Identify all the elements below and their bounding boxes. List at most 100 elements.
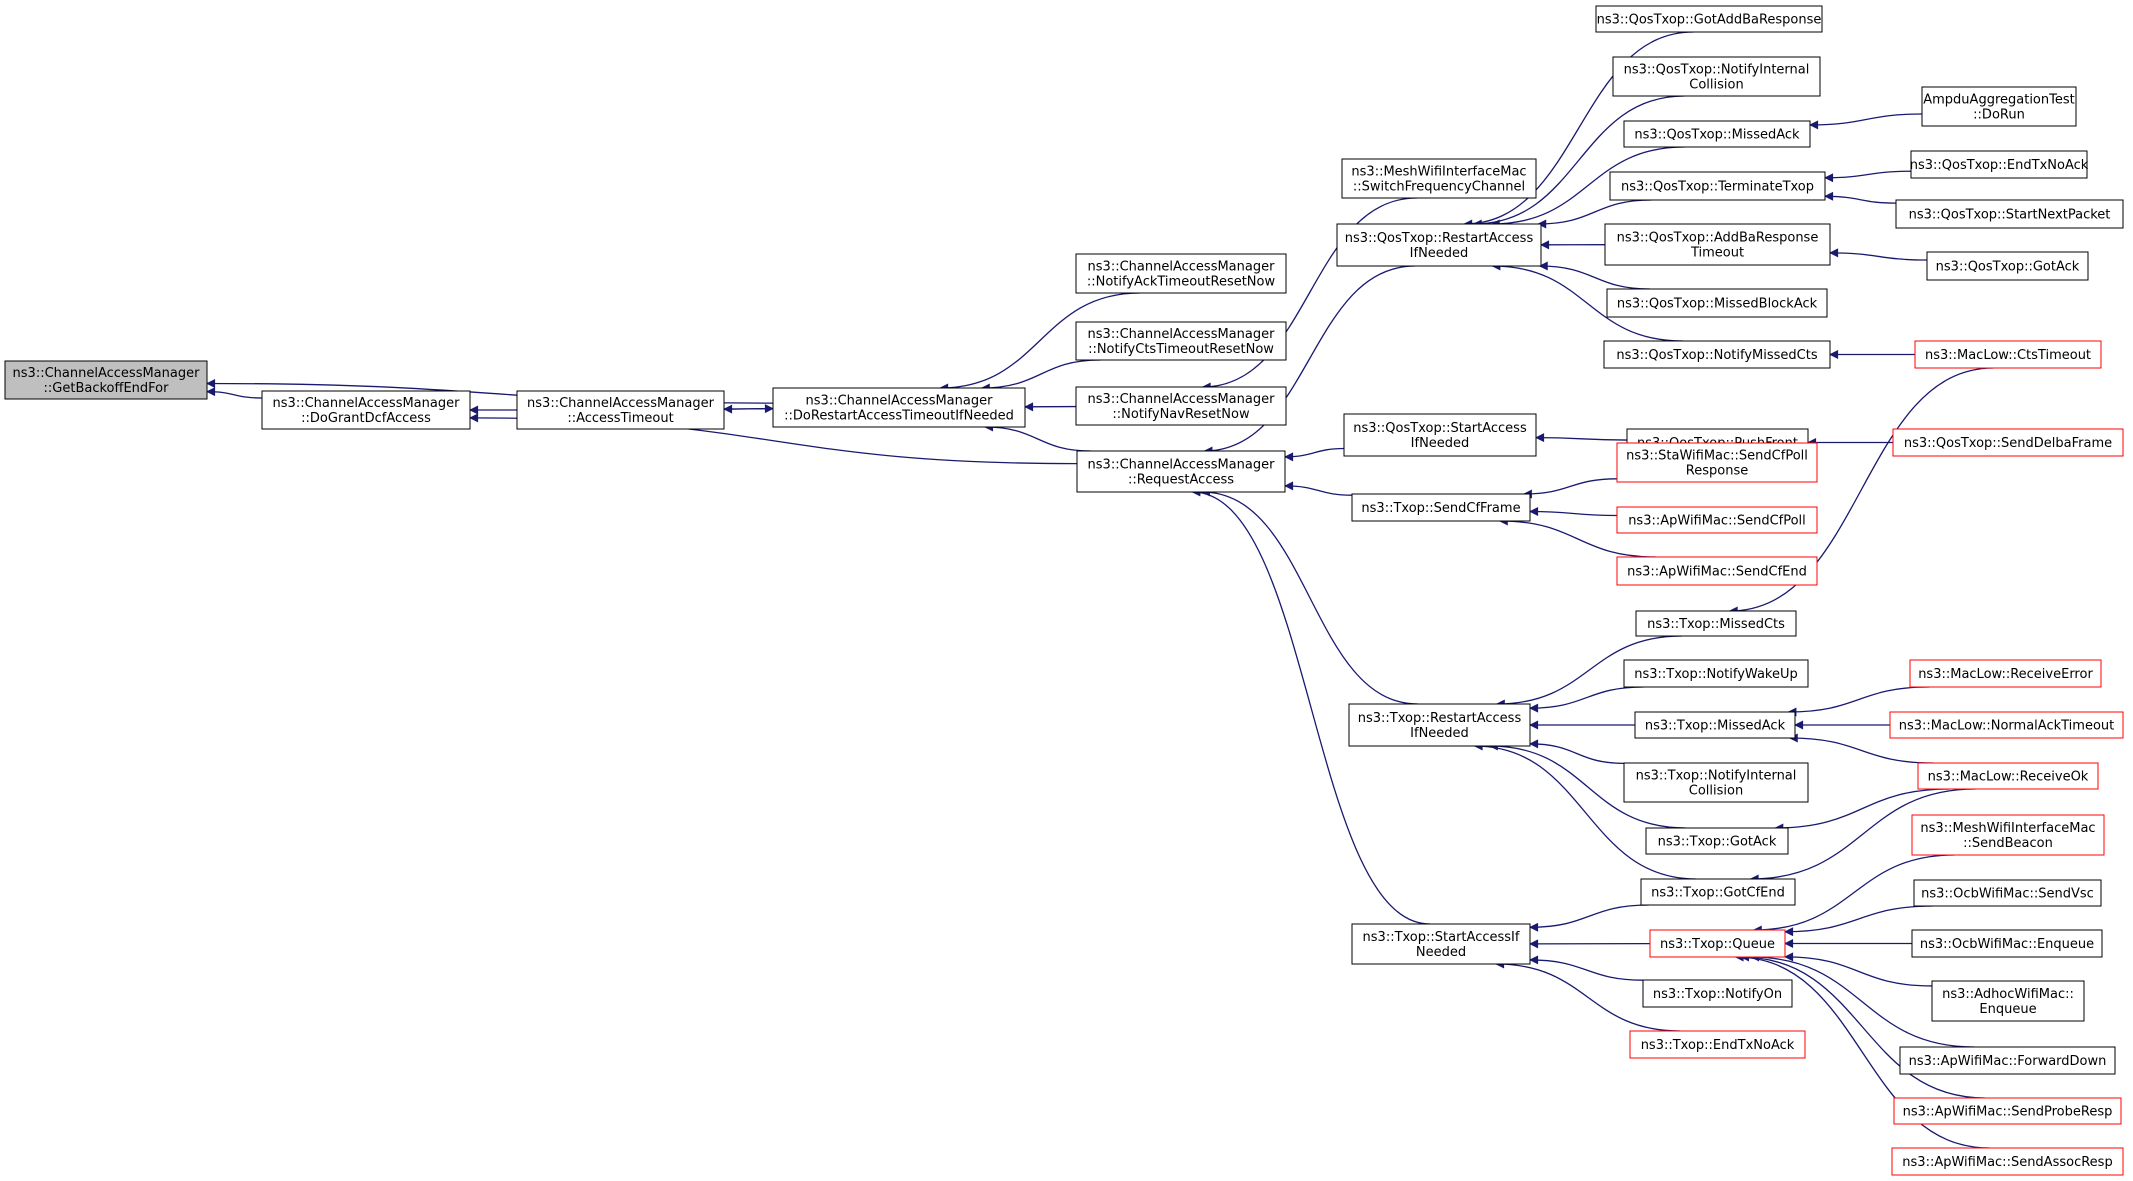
- node-qos_endtxnoack[interactable]: ns3::QosTxop::EndTxNoAck: [1910, 150, 2089, 179]
- node-label: ns3::OcbWifiMac::SendVsc: [1921, 887, 2094, 902]
- node-box: [1911, 814, 2105, 856]
- node-qos_senddelbaframe[interactable]: ns3::QosTxop::SendDelbaFrame: [1892, 428, 2124, 457]
- node-apwifimac_sendassocresp[interactable]: ns3::ApWifiMac::SendAssocResp: [1891, 1147, 2124, 1176]
- node-txop_notifyon[interactable]: ns3::Txop::NotifyOn: [1642, 979, 1793, 1008]
- node-label: Timeout: [1690, 246, 1744, 261]
- node-box: [1623, 120, 1811, 148]
- node-box: [1634, 711, 1796, 739]
- node-txop_missedcts[interactable]: ns3::Txop::MissedCts: [1635, 610, 1797, 637]
- edge-qos_startaccess-to-requestaccess: [1284, 447, 1345, 462]
- node-maclow_normalacktimeout[interactable]: ns3::MacLow::NormalAckTimeout: [1889, 711, 2124, 739]
- node-apwifimac_sendcfpoll[interactable]: ns3::ApWifiMac::SendCfPoll: [1616, 506, 1818, 534]
- node-layer: ns3::ChannelAccessManager::GetBackoffEnd…: [4, 5, 2124, 1176]
- node-accesstimeout[interactable]: ns3::ChannelAccessManager::AccessTimeout: [516, 390, 725, 430]
- node-box: [1609, 171, 1826, 201]
- node-txop_notifywakeup[interactable]: ns3::Txop::NotifyWakeUp: [1623, 659, 1809, 688]
- node-apwifimac_sendproberesp[interactable]: ns3::ApWifiMac::SendProbeResp: [1893, 1097, 2122, 1125]
- node-ocbwifimac_sendvsc[interactable]: ns3::OcbWifiMac::SendVsc: [1913, 879, 2102, 907]
- edge-meshwifi_sendbeacon-to-txop_queue: [1752, 854, 1955, 935]
- node-box: [1891, 1147, 2124, 1176]
- node-txop_endtxnoack[interactable]: ns3::Txop::EndTxNoAck: [1629, 1030, 1806, 1059]
- node-notifyacktimeoutresetnow[interactable]: ns3::ChannelAccessManager::NotifyAckTime…: [1075, 253, 1287, 294]
- node-apwifimac_sendcfend[interactable]: ns3::ApWifiMac::SendCfEnd: [1616, 556, 1818, 586]
- node-label: ns3::MacLow::CtsTimeout: [1925, 348, 2091, 363]
- edge-txop_notifyinternalcollision-to-txop_restartaccess: [1529, 739, 1625, 765]
- node-box: [1921, 86, 2077, 127]
- node-maclow_ctstimeout[interactable]: ns3::MacLow::CtsTimeout: [1914, 340, 2102, 369]
- node-txop_sendcfframe[interactable]: ns3::Txop::SendCfFrame: [1351, 493, 1531, 522]
- node-label: ns3::QosTxop::NotifyInternal: [1624, 63, 1810, 78]
- node-box: [1603, 340, 1831, 369]
- node-label: ns3::ApWifiMac::SendCfEnd: [1627, 565, 1807, 580]
- node-label: ns3::MacLow::ReceiveError: [1918, 667, 2093, 682]
- node-txop_gotcfend[interactable]: ns3::Txop::GotCfEnd: [1640, 878, 1796, 906]
- node-requestaccess[interactable]: ns3::ChannelAccessManager::RequestAccess: [1076, 450, 1286, 493]
- node-box: [1595, 5, 1823, 33]
- node-box: [1075, 386, 1287, 426]
- node-dograntdcfaccess[interactable]: ns3::ChannelAccessManager::DoGrantDcfAcc…: [261, 390, 471, 430]
- edge-txop_gotcfend-to-txop_startaccess: [1529, 904, 1649, 932]
- node-getbackoffendfor[interactable]: ns3::ChannelAccessManager::GetBackoffEnd…: [4, 360, 208, 400]
- node-qos_startnextpacket[interactable]: ns3::QosTxop::StartNextPacket: [1895, 199, 2124, 229]
- node-label: ::NotifyAckTimeoutResetNow: [1087, 275, 1276, 290]
- node-label: ns3::ApWifiMac::ForwardDown: [1909, 1054, 2107, 1069]
- node-txop_queue[interactable]: ns3::Txop::Queue: [1649, 929, 1786, 958]
- edge-dograntdcfaccess-to-getbackoffendfor: [206, 387, 263, 399]
- node-label: IfNeeded: [1411, 436, 1470, 451]
- node-dorestartaccesstimeout[interactable]: ns3::ChannelAccessManager::DoRestartAcce…: [772, 387, 1026, 428]
- edge-txop_sendcfframe-to-requestaccess: [1284, 481, 1353, 496]
- edge-ampduaggregationtest_dorun-to-qos_missedack: [1809, 113, 1923, 130]
- edge-txop_startaccess-to-requestaccess: [1191, 487, 1430, 925]
- node-label: ::NotifyCtsTimeoutResetNow: [1088, 342, 1274, 357]
- node-maclow_receiveok[interactable]: ns3::MacLow::ReceiveOk: [1917, 762, 2099, 790]
- node-switchfrequencychannel[interactable]: ns3::MeshWifiInterfaceMac::SwitchFrequen…: [1341, 158, 1537, 199]
- node-maclow_receiveerror[interactable]: ns3::MacLow::ReceiveError: [1909, 659, 2102, 688]
- edge-txop_notifyon-to-txop_startaccess: [1529, 955, 1644, 981]
- node-box: [772, 387, 1026, 428]
- node-box: [1606, 288, 1828, 318]
- node-adhocwifimac_enqueue[interactable]: ns3::AdhocWifiMac::Enqueue: [1931, 980, 2085, 1022]
- node-qos_notifymissedcts[interactable]: ns3::QosTxop::NotifyMissedCts: [1603, 340, 1831, 369]
- node-txop_missedack[interactable]: ns3::Txop::MissedAck: [1634, 711, 1796, 739]
- edge-qos_startnextpacket-to-qos_terminatetxop: [1824, 191, 1897, 204]
- edge-apwifimac_sendcfpoll-to-txop_sendcfframe: [1529, 507, 1618, 517]
- node-box: [1926, 251, 2089, 281]
- node-box: [1336, 223, 1542, 267]
- node-label: ::DoRestartAccessTimeoutIfNeeded: [784, 409, 1014, 424]
- node-label: ::AccessTimeout: [567, 411, 673, 426]
- node-label: ns3::ChannelAccessManager: [527, 396, 715, 411]
- edge-maclow_ctstimeout-to-txop_missedcts: [1728, 367, 1994, 616]
- node-notifyctstimeoutresetnow[interactable]: ns3::ChannelAccessManager::NotifyCtsTime…: [1075, 321, 1287, 361]
- node-qos_gotack[interactable]: ns3::QosTxop::GotAck: [1926, 251, 2089, 281]
- node-notifynavresetnow[interactable]: ns3::ChannelAccessManager::NotifyNavRese…: [1075, 386, 1287, 426]
- node-label: ns3::ChannelAccessManager: [1088, 260, 1276, 275]
- edge-qos_endtxnoack-to-qos_terminatetxop: [1824, 170, 1912, 183]
- node-box: [1645, 827, 1789, 855]
- node-box: [1893, 1097, 2122, 1125]
- node-label: ns3::ChannelAccessManager: [13, 366, 201, 381]
- edge-adhocwifimac_enqueue-to-txop_queue: [1784, 952, 1933, 987]
- node-qos_gotaddbaresponse[interactable]: ns3::QosTxop::GotAddBaResponse: [1595, 5, 1823, 33]
- node-apwifimac_forwarddown[interactable]: ns3::ApWifiMac::ForwardDown: [1899, 1046, 2116, 1075]
- node-meshwifi_sendbeacon[interactable]: ns3::MeshWifiInterfaceMac::SendBeacon: [1911, 814, 2105, 856]
- node-label: Collision: [1689, 784, 1743, 799]
- node-ocbwifimac_enqueue[interactable]: ns3::OcbWifiMac::Enqueue: [1911, 929, 2103, 958]
- node-qos_missedack[interactable]: ns3::QosTxop::MissedAck: [1623, 120, 1811, 148]
- node-box: [1616, 556, 1818, 586]
- node-txop_gotack[interactable]: ns3::Txop::GotAck: [1645, 827, 1789, 855]
- node-qos_terminatetxop[interactable]: ns3::QosTxop::TerminateTxop: [1609, 171, 1826, 201]
- node-qos_missedblockack[interactable]: ns3::QosTxop::MissedBlockAck: [1606, 288, 1828, 318]
- node-ampduaggregationtest_dorun[interactable]: AmpduAggregationTest::DoRun: [1921, 86, 2077, 127]
- node-label: ns3::QosTxop::StartAccess: [1353, 421, 1527, 436]
- edge-stawifimac_sendcfpollresponse-to-txop_sendcfframe: [1522, 478, 1618, 499]
- node-label: ns3::QosTxop::RestartAccess: [1345, 231, 1534, 246]
